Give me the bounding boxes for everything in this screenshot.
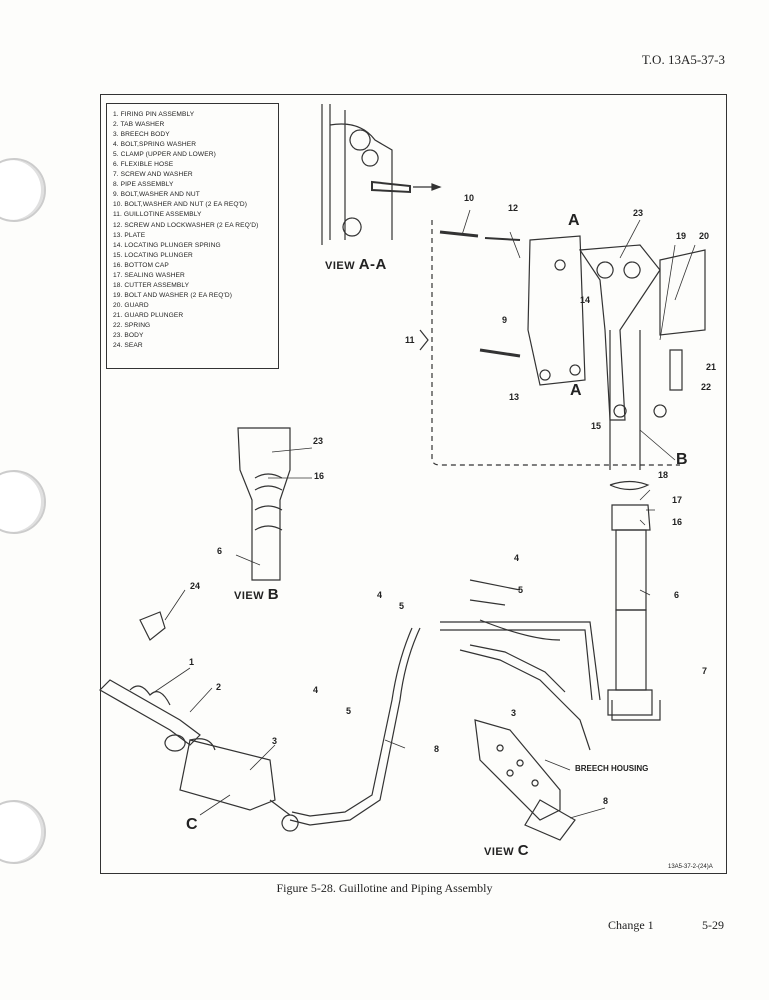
view-b-word: VIEW [234, 590, 265, 602]
callout-2: 2 [216, 682, 222, 692]
callout-18: 18 [658, 470, 669, 480]
callout-5-c: 5 [518, 585, 524, 595]
view-b-drawing [237, 427, 291, 581]
callout-6-a: 6 [217, 546, 223, 556]
callout-22: 22 [701, 382, 712, 392]
callout-23-a: 23 [633, 208, 644, 218]
guillotine-drawing [439, 230, 706, 470]
callout-24: 24 [190, 581, 201, 591]
legend-item: 14. LOCATING PLUNGER SPRING [113, 241, 221, 249]
callout-8-b: 8 [603, 796, 609, 806]
view-aa-drawing [321, 104, 442, 245]
parts-legend: 1. FIRING PIN ASSEMBLY 2. TAB WASHER 3. … [106, 103, 279, 369]
callout-3-breech: 3 [511, 708, 517, 718]
legend-item: 19. BOLT AND WASHER (2 EA REQ'D) [113, 291, 233, 299]
legend-item: 3. BREECH BODY [113, 131, 170, 139]
callout-12: 12 [508, 203, 519, 213]
legend-item: 2. TAB WASHER [113, 121, 165, 129]
legend-item: 13. PLATE [113, 231, 146, 239]
callout-7: 7 [702, 666, 708, 676]
legend-item: 12. SCREW AND LOCKWASHER (2 EA REQ'D) [113, 221, 259, 229]
callout-20: 20 [699, 231, 710, 241]
legend-item: 23. BODY [113, 332, 144, 340]
callout-16-a: 16 [314, 471, 325, 481]
figure-frame [100, 94, 727, 874]
breech-housing-drawing [474, 719, 576, 841]
callout-9: 9 [502, 315, 508, 325]
sear-drawing [139, 611, 166, 641]
callout-5-a: 5 [399, 601, 405, 611]
callout-4-a: 4 [377, 590, 383, 600]
legend-item: 17. SEALING WASHER [113, 271, 185, 279]
legend-item: 9. BOLT,WASHER AND NUT [113, 191, 200, 199]
legend-item: 6. FLEXIBLE HOSE [113, 161, 174, 169]
callout-10: 10 [464, 193, 475, 203]
callout-19: 19 [676, 231, 687, 241]
view-c-word: VIEW [484, 846, 515, 858]
callout-14: 14 [580, 295, 591, 305]
callout-13: 13 [509, 392, 520, 402]
legend-item: 4. BOLT,SPRING WASHER [113, 141, 197, 149]
view-b-letter: B [267, 586, 280, 603]
legend-item: 10. BOLT,WASHER AND NUT (2 EA REQ'D) [113, 201, 248, 209]
callout-15: 15 [591, 421, 602, 431]
callout-16-b: 16 [672, 517, 683, 527]
cutter-hose-drawing [607, 480, 661, 721]
legend-item: 20. GUARD [113, 301, 149, 309]
callout-6-b: 6 [674, 590, 680, 600]
callout-17: 17 [672, 495, 683, 505]
view-aa-label: VIEW A-A [325, 256, 387, 273]
legend-item: 7. SCREW AND WASHER [113, 171, 193, 179]
legend-item: 15. LOCATING PLUNGER [113, 251, 193, 259]
callout-4-c: 4 [514, 553, 520, 563]
callout-11: 11 [405, 335, 415, 345]
callout-4-b: 4 [313, 685, 319, 695]
figure-caption: Figure 5-28. Guillotine and Piping Assem… [276, 881, 493, 895]
view-aa-word: VIEW [325, 260, 356, 272]
callout-21: 21 [706, 362, 717, 372]
callout-8-a: 8 [434, 744, 440, 754]
section-marker-a-top: A [568, 212, 580, 229]
view-aa-letter: A-A [358, 256, 387, 273]
legend-item: 5. CLAMP (UPPER AND LOWER) [113, 151, 216, 159]
illustration-code: 13A5-37-2-(24)A [668, 864, 713, 870]
document-number: T.O. 13A5-37-3 [641, 52, 725, 67]
legend-item: 1. FIRING PIN ASSEMBLY [113, 111, 195, 118]
binder-hole-top [0, 158, 46, 222]
page-number: 5-29 [702, 918, 724, 932]
view-marker-c: C [186, 816, 198, 833]
legend-item: 18. CUTTER ASSEMBLY [113, 281, 190, 289]
callout-3: 3 [272, 736, 278, 746]
legend-item: 24. SEAR [113, 342, 143, 350]
piping-drawing [289, 579, 601, 826]
callout-5-b: 5 [346, 706, 352, 716]
view-b-label: VIEW B [234, 586, 279, 603]
callout-1: 1 [189, 657, 195, 667]
legend-item: 22. SPRING [113, 321, 151, 329]
change-notice: Change 1 [608, 918, 654, 932]
view-marker-b: B [676, 451, 688, 468]
view-c-letter: C [517, 842, 530, 859]
view-c-label: VIEW C [484, 842, 529, 859]
legend-item: 16. BOTTOM CAP [113, 261, 169, 269]
legend-item: 11. GUILLOTINE ASSEMBLY [113, 211, 202, 219]
legend-item: 8. PIPE ASSEMBLY [113, 181, 174, 189]
legend-item: 21. GUARD PLUNGER [113, 311, 184, 319]
breech-housing-label: BREECH HOUSING [575, 764, 649, 773]
callout-23-b: 23 [313, 436, 324, 446]
section-marker-a-bottom: A [570, 382, 582, 399]
